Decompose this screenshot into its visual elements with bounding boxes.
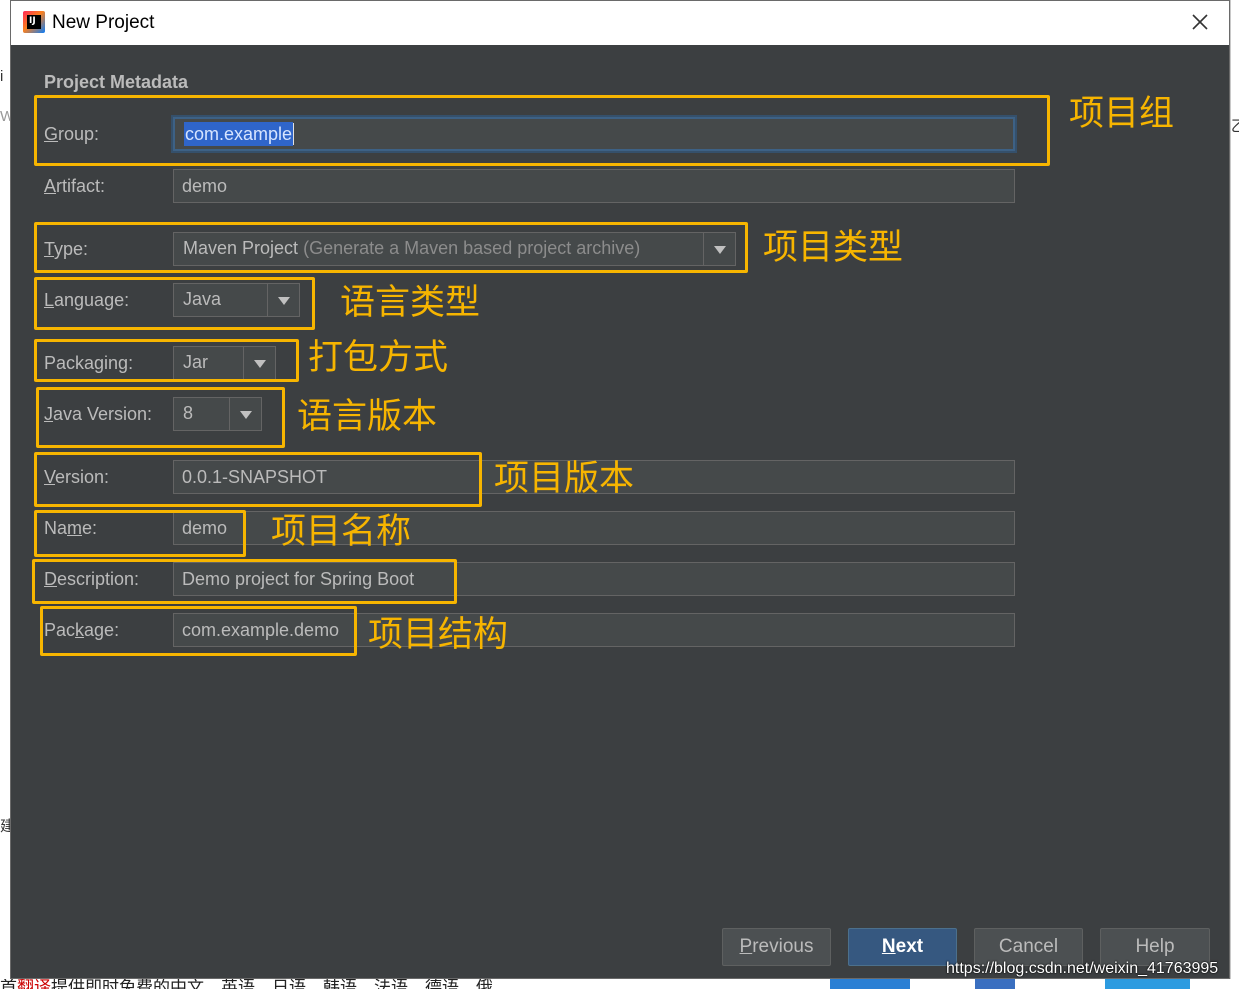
annotation-text-name: 项目名称 — [271, 512, 412, 552]
background-image — [1105, 979, 1190, 989]
type-label: Type: — [44, 239, 89, 259]
package-label: Package: — [44, 620, 120, 640]
name-input[interactable] — [173, 511, 1015, 545]
chevron-down-icon[interactable] — [243, 347, 275, 379]
packaging-select-value: Jar — [183, 352, 209, 372]
annotation-text-type: 项目类型 — [763, 228, 904, 268]
chevron-down-icon[interactable] — [703, 233, 735, 265]
java-version-select[interactable]: 8 — [173, 397, 262, 431]
annotation-text-group: 项目组 — [1069, 94, 1175, 134]
package-input[interactable] — [173, 613, 1015, 647]
version-label: Version: — [44, 467, 110, 487]
language-select-value: Java — [183, 289, 222, 309]
cancel-button[interactable]: Cancel — [974, 928, 1083, 966]
annotation-text-java-version: 语言版本 — [297, 397, 438, 437]
new-project-dialog: IJ New Project Project Metadata Group: c… — [10, 0, 1230, 979]
chevron-down-icon[interactable] — [267, 284, 299, 316]
java-version-label: Java Version: — [44, 404, 153, 424]
name-label: Name: — [44, 518, 98, 538]
background-text: 首翻译提供即时免费的中文、英语、日语、韩语、法语、德语、俄 — [0, 979, 493, 989]
close-icon[interactable] — [1185, 7, 1215, 37]
background-page-right: 乙 — [1230, 0, 1239, 989]
group-input-value: com.example — [184, 122, 294, 146]
version-input[interactable] — [173, 460, 1015, 494]
background-fragment: i — [0, 68, 4, 85]
language-select[interactable]: Java — [173, 283, 300, 317]
description-label: Description: — [44, 569, 140, 589]
annotation-text-packaging: 打包方式 — [308, 338, 449, 378]
type-select[interactable]: Maven Project (Generate a Maven based pr… — [173, 232, 736, 266]
background-fragment: 乙 — [1231, 118, 1239, 135]
next-button[interactable]: Next — [848, 928, 957, 966]
window-title: New Project — [52, 12, 155, 33]
background-image — [830, 979, 910, 989]
background-page-bottom: 首翻译提供即时免费的中文、英语、日语、韩语、法语、德语、俄 — [0, 979, 1239, 989]
packaging-label: Packaging: — [44, 353, 134, 373]
group-input[interactable]: com.example — [173, 117, 1015, 151]
background-image — [975, 979, 1015, 989]
type-select-value: Maven Project — [183, 238, 299, 258]
text-caret — [293, 123, 295, 145]
previous-button[interactable]: Previous — [722, 928, 831, 966]
artifact-label: Artifact: — [44, 176, 106, 196]
language-label: Language: — [44, 290, 130, 310]
watermark-url: https://blog.csdn.net/weixin_41763995 — [946, 960, 1219, 977]
annotation-text-version: 项目版本 — [494, 459, 635, 499]
help-button[interactable]: Help — [1100, 928, 1210, 966]
chevron-down-icon[interactable] — [229, 398, 261, 430]
annotation-text-language: 语言类型 — [340, 283, 481, 323]
artifact-input[interactable] — [173, 169, 1015, 203]
title-bar[interactable]: IJ New Project — [11, 1, 1229, 45]
java-version-select-value: 8 — [183, 403, 194, 423]
intellij-app-icon: IJ — [23, 11, 45, 33]
group-label: Group: — [44, 124, 100, 144]
description-input[interactable] — [173, 562, 1015, 596]
annotation-text-package: 项目结构 — [368, 615, 509, 655]
type-select-hint: (Generate a Maven based project archive) — [303, 238, 641, 258]
packaging-select[interactable]: Jar — [173, 346, 276, 380]
section-title: Project Metadata — [44, 72, 189, 92]
